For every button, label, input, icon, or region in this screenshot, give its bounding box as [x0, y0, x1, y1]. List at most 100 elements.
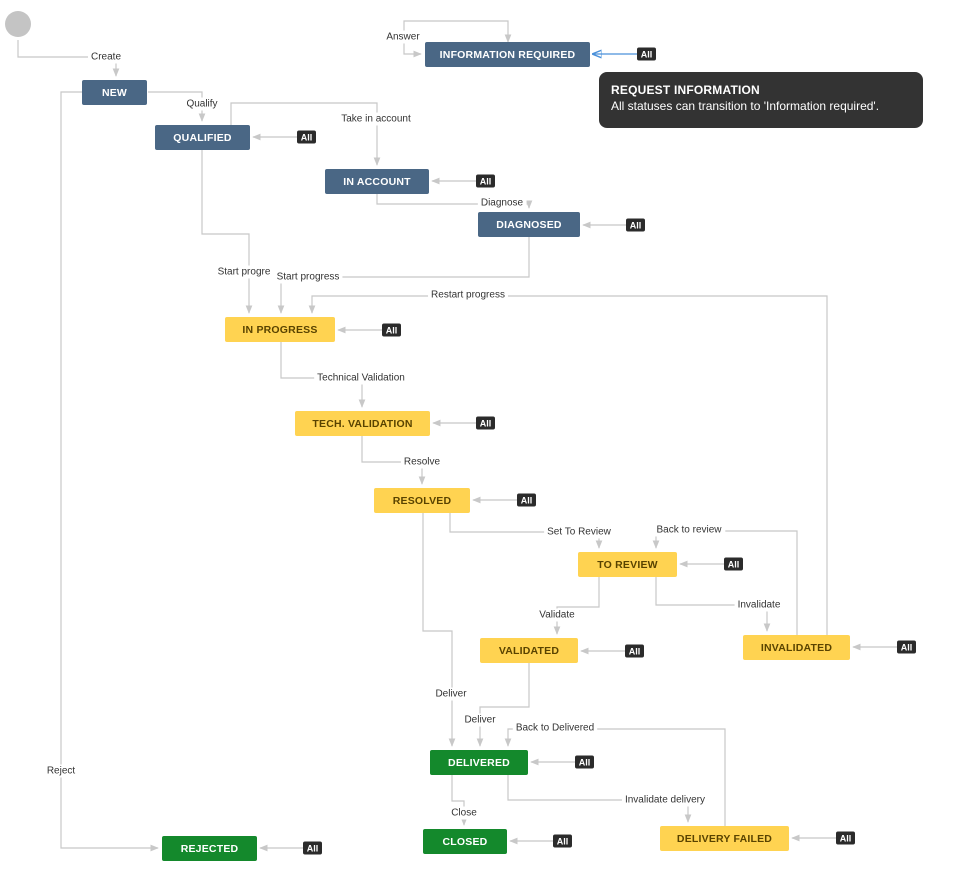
- status-delivery-failed[interactable]: [660, 826, 789, 851]
- transition-label-start-progress-1[interactable]: Start progre: [218, 267, 271, 278]
- transition-restart-progress: [308, 295, 828, 635]
- status-delivered-label: DELIVERED: [448, 757, 510, 769]
- status-to-review[interactable]: [578, 552, 677, 577]
- transition-label-back-to-delivered[interactable]: Back to Delivered: [516, 723, 594, 734]
- transition-label-invalidate[interactable]: Invalidate: [738, 600, 781, 611]
- transition-take-in-account: [230, 102, 381, 166]
- all-badge-label: All: [521, 496, 533, 506]
- status-qualified[interactable]: [155, 125, 250, 150]
- status-closed-label: CLOSED: [443, 836, 488, 848]
- transition-label-restart-progress-bg: [428, 288, 508, 302]
- transition-label-close[interactable]: Close: [451, 808, 477, 819]
- transition-label-deliver-2-bg: [461, 713, 500, 727]
- status-tech-validation[interactable]: [295, 411, 430, 436]
- status-new-label: NEW: [102, 87, 127, 99]
- transition-label-technical-validation-bg: [314, 371, 408, 385]
- all-badge-resolved[interactable]: [517, 493, 536, 507]
- transition-label-qualify[interactable]: Qualify: [186, 99, 217, 110]
- all-badge-info-required[interactable]: [637, 47, 656, 61]
- transition-label-deliver-1-bg: [432, 687, 471, 701]
- info-callout: REQUEST INFORMATION All statuses can tra…: [599, 72, 923, 128]
- transition-label-start-progress-2[interactable]: Start progress: [277, 272, 340, 283]
- info-callout-body: All statuses can transition to 'Informat…: [611, 99, 880, 113]
- info-callout-title: REQUEST INFORMATION: [611, 83, 760, 97]
- status-qualified-label: QUALIFIED: [173, 132, 232, 144]
- status-in-progress[interactable]: [225, 317, 335, 342]
- status-delivered[interactable]: [430, 750, 528, 775]
- all-badge-label: All: [480, 177, 492, 187]
- transition-label-back-to-review-bg: [653, 523, 726, 537]
- transition-label-reject[interactable]: Reject: [47, 766, 76, 777]
- transition-label-technical-validation[interactable]: Technical Validation: [317, 373, 405, 384]
- transition-label-answer[interactable]: Answer: [386, 32, 420, 43]
- transition-qualify: [148, 91, 206, 122]
- all-badge-label: All: [307, 844, 319, 854]
- transition-reject: [60, 91, 159, 852]
- transition-label-back-to-delivered-bg: [512, 721, 598, 735]
- all-badge-label: All: [629, 647, 641, 657]
- all-badge-tech-validation[interactable]: [476, 416, 495, 430]
- all-badge-to-review[interactable]: [724, 557, 743, 571]
- status-rejected[interactable]: [162, 836, 257, 861]
- transition-label-invalidate-bg: [734, 598, 784, 612]
- transition-diagnose: [376, 194, 533, 209]
- status-in-account-label: IN ACCOUNT: [343, 176, 411, 188]
- all-badge-label: All: [728, 560, 740, 570]
- all-badge-diagnosed[interactable]: [626, 218, 645, 232]
- status-invalidated[interactable]: [743, 635, 850, 660]
- start-circle: [5, 11, 31, 37]
- transition-label-restart-progress[interactable]: Restart progress: [431, 290, 505, 301]
- status-resolved[interactable]: [374, 488, 470, 513]
- transition-label-validate[interactable]: Validate: [539, 610, 575, 621]
- transition-label-close-bg: [448, 806, 481, 820]
- status-diagnosed[interactable]: [478, 212, 580, 237]
- all-badge-invalidated[interactable]: [897, 640, 916, 654]
- transition-label-invalidate-delivery[interactable]: Invalidate delivery: [625, 795, 705, 806]
- all-badge-in-account[interactable]: [476, 174, 495, 188]
- transition-label-diagnose[interactable]: Diagnose: [481, 198, 524, 209]
- all-badge-in-progress[interactable]: [382, 323, 401, 337]
- transition-label-answer-bg: [383, 30, 424, 44]
- transition-label-back-to-review[interactable]: Back to review: [656, 525, 722, 536]
- transition-label-deliver-1[interactable]: Deliver: [435, 689, 467, 700]
- transition-answer-return: [403, 42, 422, 58]
- transition-label-resolve-bg: [400, 455, 444, 469]
- transition-label-create[interactable]: Create: [91, 52, 121, 63]
- all-badge-qualified[interactable]: [297, 130, 316, 144]
- all-badge-validated[interactable]: [625, 644, 644, 658]
- all-badge-label: All: [641, 50, 653, 60]
- all-badge-label: All: [901, 643, 913, 653]
- transition-label-reject-bg: [43, 764, 79, 778]
- transition-label-resolve[interactable]: Resolve: [404, 457, 441, 468]
- status-rejected-label: REJECTED: [181, 843, 239, 855]
- status-in-account[interactable]: [325, 169, 429, 194]
- transition-label-set-to-review-bg: [544, 525, 615, 539]
- transition-start-progress-2: [277, 237, 530, 314]
- status-diagnosed-label: DIAGNOSED: [496, 219, 562, 231]
- status-validated-label: VALIDATED: [499, 645, 560, 657]
- transition-label-deliver-2[interactable]: Deliver: [464, 715, 496, 726]
- status-validated[interactable]: [480, 638, 578, 663]
- status-in-progress-label: IN PROGRESS: [242, 324, 317, 336]
- transition-label-start-progress-2-bg: [273, 270, 343, 284]
- status-new[interactable]: [82, 80, 147, 105]
- status-info-required-label: INFORMATION REQUIRED: [440, 49, 576, 61]
- all-badge-label: All: [386, 326, 398, 336]
- all-badge-label: All: [840, 834, 852, 844]
- transition-resolve: [361, 436, 426, 485]
- transition-label-qualify-bg: [183, 97, 221, 111]
- status-info-required[interactable]: [425, 42, 590, 67]
- status-closed[interactable]: [423, 829, 507, 854]
- transition-validate: [553, 577, 600, 635]
- all-badge-rejected[interactable]: [303, 841, 322, 855]
- all-badge-delivered[interactable]: [575, 755, 594, 769]
- all-badge-delivery-failed[interactable]: [836, 831, 855, 845]
- status-delivery-failed-label: DELIVERY FAILED: [677, 833, 772, 845]
- transition-label-create-bg: [87, 50, 125, 64]
- transition-label-take-in-account[interactable]: Take in account: [341, 114, 411, 125]
- transition-create: [17, 40, 120, 77]
- transition-label-diagnose-bg: [477, 196, 527, 210]
- all-badge-closed[interactable]: [553, 834, 572, 848]
- transition-label-set-to-review[interactable]: Set To Review: [547, 527, 612, 538]
- all-badge-label: All: [557, 837, 569, 847]
